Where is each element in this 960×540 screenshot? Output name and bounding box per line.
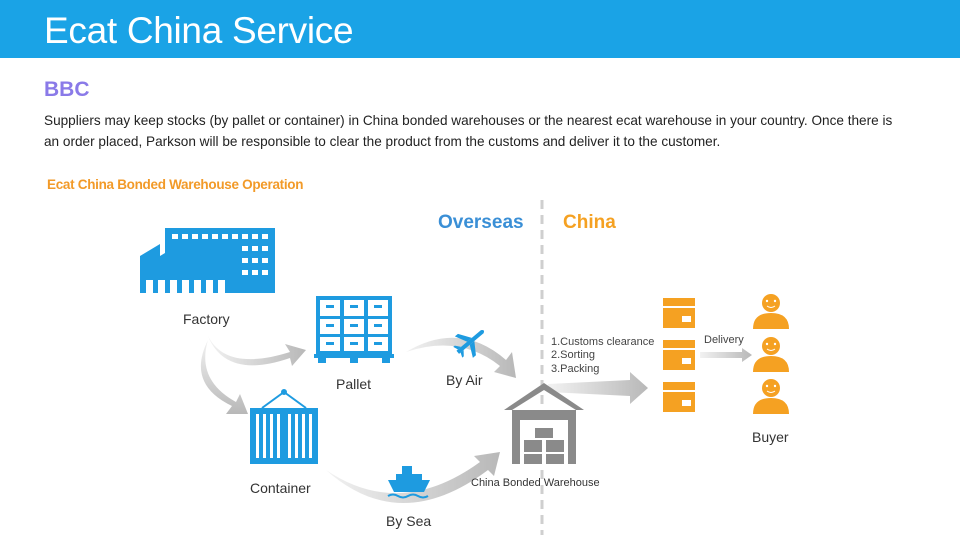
container-icon xyxy=(250,389,318,464)
ship-icon xyxy=(387,466,430,499)
delivery-label: Delivery xyxy=(704,334,744,346)
warehouse-icon xyxy=(504,383,584,464)
factory-label: Factory xyxy=(183,311,230,327)
region-overseas-label: Overseas xyxy=(438,212,524,233)
by-sea-label: By Sea xyxy=(386,513,431,529)
page-title: Ecat China Service xyxy=(44,10,354,51)
flow-arrows xyxy=(200,336,648,503)
container-label: Container xyxy=(250,480,311,496)
pallet-icon xyxy=(314,296,394,363)
step-sorting: 2.Sorting xyxy=(551,349,595,361)
section-title: BBC xyxy=(44,78,90,101)
by-air-label: By Air xyxy=(446,372,483,388)
buyer-label: Buyer xyxy=(752,429,789,445)
delivery-arrow xyxy=(700,348,752,362)
warehouse-label: China Bonded Warehouse xyxy=(471,477,600,489)
process-diagram: Overseas China Factory Pallet xyxy=(140,200,789,535)
step-customs-clearance: 1.Customs clearance xyxy=(551,336,654,348)
description-text: Suppliers may keep stocks (by pallet or … xyxy=(44,113,893,149)
header-bar: Ecat China Service xyxy=(0,0,960,58)
step-packing: 3.Packing xyxy=(551,363,599,375)
pallet-label: Pallet xyxy=(336,376,371,392)
plane-icon xyxy=(453,329,485,358)
factory-icon xyxy=(140,228,275,293)
region-china-label: China xyxy=(563,212,616,233)
buyer-icons xyxy=(753,294,789,414)
diagram-title: Ecat China Bonded Warehouse Operation xyxy=(47,177,304,192)
package-boxes xyxy=(663,298,695,412)
